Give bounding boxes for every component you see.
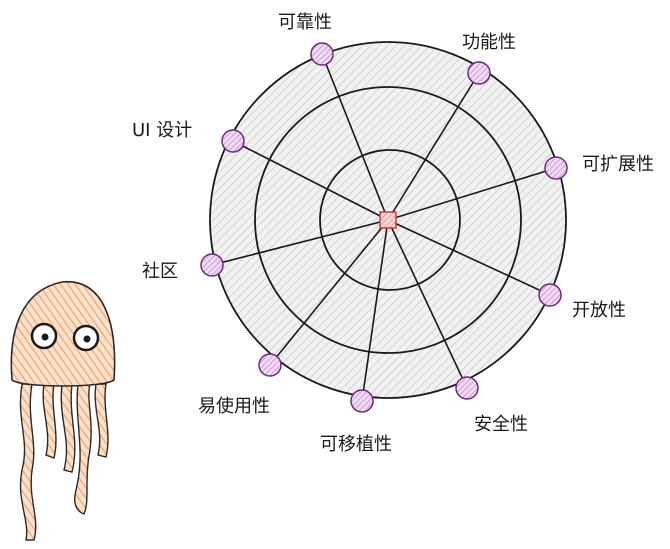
axis-label: 可移植性 [320, 434, 392, 455]
axis-node[interactable] [310, 42, 334, 66]
axis-node[interactable] [350, 389, 374, 413]
spoke [232, 140, 389, 221]
spoke [387, 72, 480, 221]
spoke [387, 167, 557, 221]
axis-node[interactable] [221, 129, 245, 153]
spokes [211, 53, 557, 402]
spoke [211, 219, 389, 266]
axis-node[interactable] [467, 61, 491, 85]
jellyfish-tentacle [60, 383, 76, 473]
axis-label: 开放性 [572, 300, 626, 321]
axis-label: 功能性 [462, 32, 516, 53]
jellyfish-tentacle [42, 383, 57, 459]
axis-label: 社区 [142, 261, 178, 282]
axis-label: 易使用性 [198, 396, 270, 417]
jellyfish-bell [10, 281, 116, 387]
jellyfish-pupil-left [41, 333, 49, 341]
axis-label: 可靠性 [278, 12, 332, 33]
axis-nodes [200, 42, 568, 413]
spoke [387, 219, 551, 296]
jellyfish-tentacle [19, 383, 37, 541]
jellyfish-icon [10, 281, 116, 541]
axis-node[interactable] [538, 283, 562, 307]
jellyfish-pupil-right [83, 335, 91, 343]
spoke [269, 219, 389, 366]
axis-label: 安全性 [474, 414, 528, 435]
jellyfish-tentacle [94, 383, 109, 458]
spoke [321, 53, 389, 221]
axis-node[interactable] [258, 353, 282, 377]
axis-node[interactable] [544, 156, 568, 180]
axis-label: UI 设计 [132, 120, 192, 141]
jellyfish-tentacle [74, 383, 92, 515]
axis-label: 可扩展性 [582, 154, 654, 175]
center-node [379, 211, 397, 229]
axis-node[interactable] [455, 376, 479, 400]
spoke [361, 219, 389, 402]
axis-node[interactable] [200, 253, 224, 277]
spoke [387, 219, 468, 389]
